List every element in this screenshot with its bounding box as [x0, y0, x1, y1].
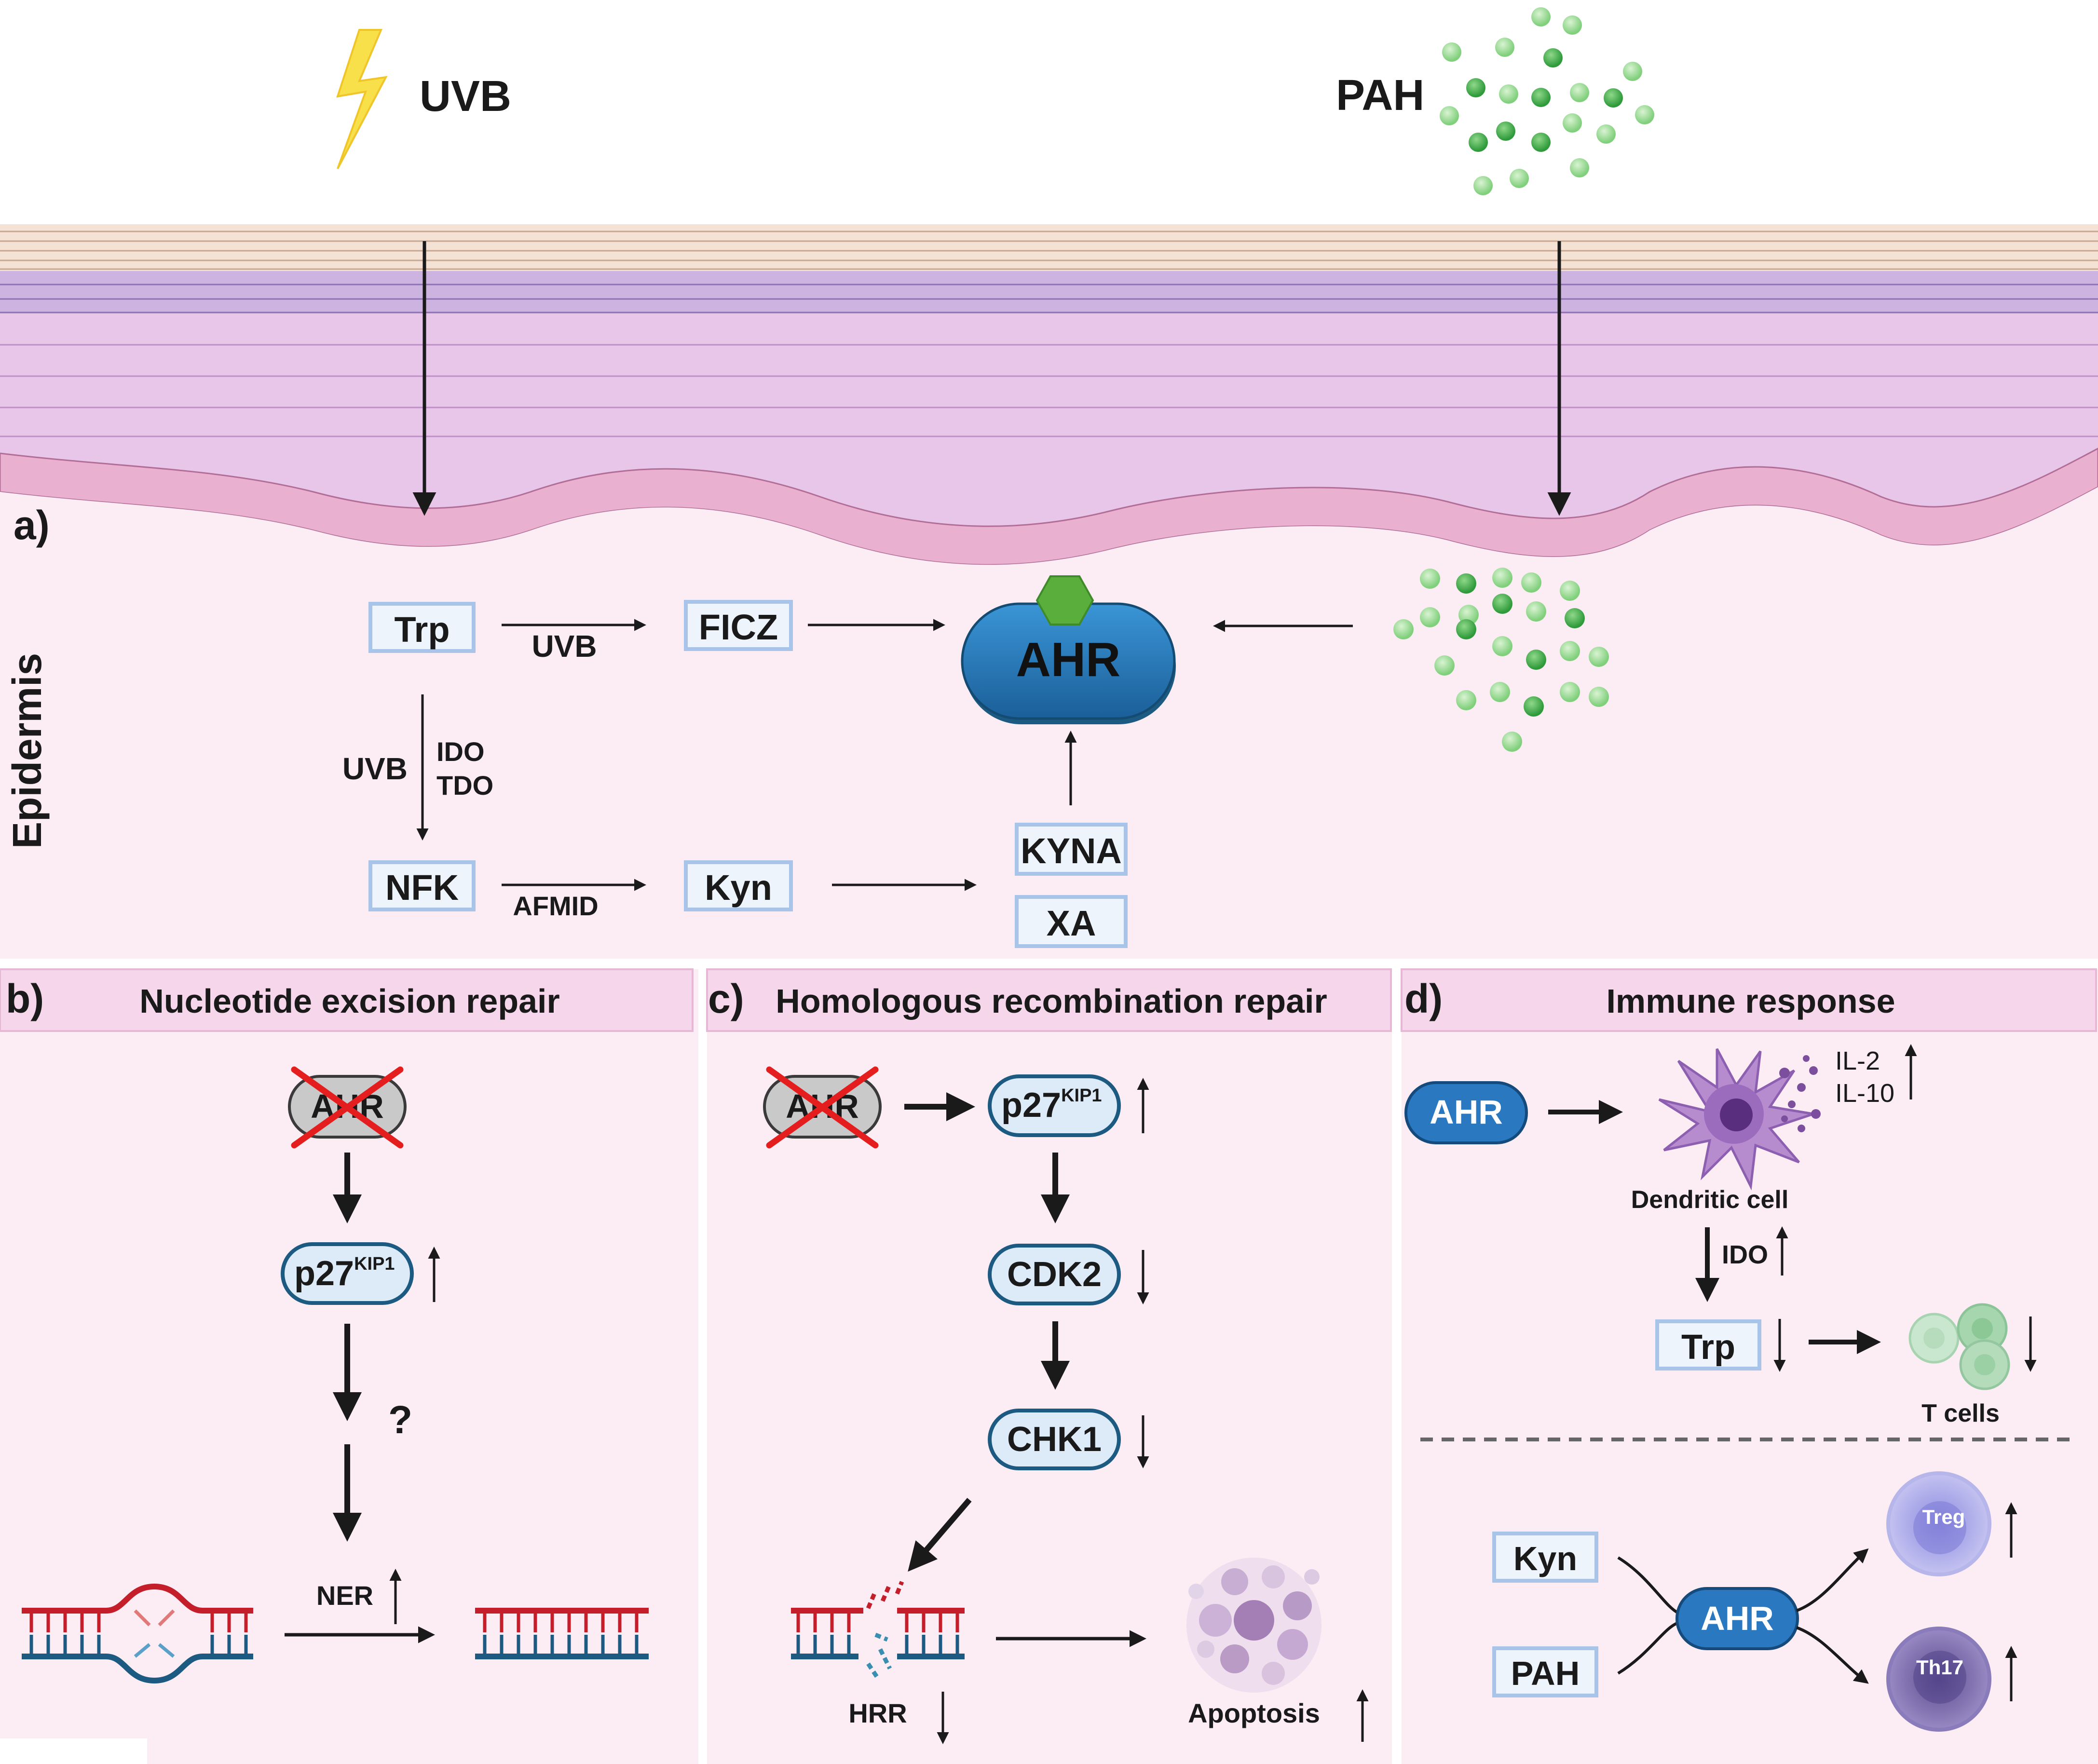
- panel-b-title: Nucleotide excision repair: [139, 982, 559, 1020]
- ahr-node-d: [1404, 1081, 1528, 1144]
- chk1-node: [988, 1409, 1121, 1470]
- corner-blank: [0, 1738, 147, 1764]
- xa-label: XA: [1047, 903, 1096, 943]
- pah-label-d: PAH: [1511, 1655, 1580, 1692]
- p27-node-b: [281, 1242, 414, 1305]
- spinous-layer: [0, 313, 2098, 566]
- panel-b-letter: b): [6, 976, 44, 1021]
- panel-c-title: Homologous recombination repair: [776, 982, 1327, 1020]
- c-arrow-4: [908, 1498, 972, 1572]
- pah-box-d: [1492, 1646, 1598, 1697]
- nfk-label: NFK: [385, 868, 459, 908]
- cytokine-dots: [1779, 1055, 1821, 1132]
- p27-label-b: p27KIP1: [294, 1254, 395, 1293]
- red-cross-icon-c: [766, 1066, 879, 1149]
- hrr-label: HRR: [848, 1698, 907, 1728]
- stratum-corneum: [0, 224, 2098, 272]
- treg-label: Treg: [1922, 1506, 1965, 1528]
- chk1-label: CHK1: [1007, 1420, 1102, 1459]
- nfk-box: [368, 860, 476, 911]
- kyna-box: [1015, 823, 1128, 876]
- th17-cell-icon: [1886, 1627, 1991, 1732]
- panel-d-header: [1401, 968, 2097, 1032]
- pah-particles: [1393, 568, 1609, 752]
- trp-box-d: [1655, 1319, 1761, 1370]
- apoptosis-label: Apoptosis: [1188, 1698, 1320, 1728]
- ido-label: IDO: [436, 736, 485, 767]
- red-cross-icon: [291, 1066, 404, 1149]
- tcells-label: T cells: [1921, 1399, 2000, 1427]
- epidermis-label: Epidermis: [4, 653, 50, 849]
- th17-label: Th17: [1916, 1656, 1963, 1679]
- repaired-dna-icon: [475, 1608, 649, 1659]
- p27-node-c: [988, 1074, 1121, 1137]
- pah-to-ahr-curve: [1617, 1621, 1679, 1675]
- il10-label: IL-10: [1835, 1079, 1894, 1108]
- kyna-label: KYNA: [1021, 831, 1122, 871]
- trp-label-d: Trp: [1681, 1328, 1735, 1367]
- ligand-hexagon-icon: [1035, 575, 1094, 625]
- afmid-label: AFMID: [513, 891, 598, 921]
- panel-b-header: [0, 968, 694, 1032]
- ahr-label: AHR: [1016, 633, 1121, 687]
- uvb-side-label: UVB: [342, 751, 408, 786]
- kyn-label: Kyn: [705, 868, 772, 908]
- panel-c-letter: c): [708, 976, 744, 1021]
- kyn-to-ahr-curve: [1617, 1556, 1679, 1615]
- ahr-receptor: [961, 575, 1176, 724]
- cdk2-label: CDK2: [1007, 1255, 1102, 1294]
- il2-label: IL-2: [1835, 1046, 1880, 1075]
- tdo-label: TDO: [436, 770, 493, 801]
- ahr-label-d2: AHR: [1701, 1600, 1774, 1637]
- trp-box: [368, 602, 476, 653]
- cdk2-node: [988, 1244, 1121, 1305]
- kyn-box: [684, 860, 793, 911]
- ficz-label: FICZ: [699, 607, 778, 647]
- pah-title: PAH: [1336, 71, 1424, 120]
- pah-particles-top: [1440, 7, 1654, 195]
- t-cells-icon: [1908, 1303, 2010, 1390]
- dendritic-cell-label: Dendritic cell: [1631, 1186, 1789, 1214]
- uvb-edge-label: UVB: [531, 629, 597, 664]
- panel-a-letter: a): [14, 502, 50, 548]
- trp-label: Trp: [394, 610, 450, 650]
- ahr-to-th17-arrow: [1796, 1626, 1869, 1684]
- lightning-icon: [336, 29, 388, 169]
- panel-c-header: [706, 968, 1392, 1032]
- xa-box: [1015, 895, 1128, 948]
- kyn-label-d: Kyn: [1513, 1540, 1577, 1577]
- ner-label: NER: [316, 1580, 373, 1611]
- uvb-title: UVB: [420, 72, 511, 121]
- ficz-box: [684, 600, 793, 651]
- dendritic-cell-icon: [1658, 1048, 1814, 1191]
- ido-label-d: IDO: [1722, 1240, 1768, 1269]
- ahr-to-treg-arrow: [1796, 1548, 1869, 1612]
- treg-cell-icon: [1886, 1471, 1991, 1576]
- ahr-label-d: AHR: [1430, 1093, 1503, 1131]
- kyn-box-d: [1492, 1532, 1598, 1583]
- broken-dna-icon: [791, 1581, 965, 1680]
- p27-label-c: p27KIP1: [1001, 1086, 1102, 1125]
- panel-d-title: Immune response: [1606, 982, 1895, 1020]
- question-mark: ?: [388, 1398, 412, 1442]
- panel-d-letter: d): [1404, 976, 1443, 1021]
- apoptotic-cell-icon: [1186, 1558, 1321, 1693]
- damaged-dna-icon: [22, 1583, 253, 1684]
- granular-layer: [0, 271, 2098, 315]
- ahr-node-d2: [1676, 1587, 1799, 1650]
